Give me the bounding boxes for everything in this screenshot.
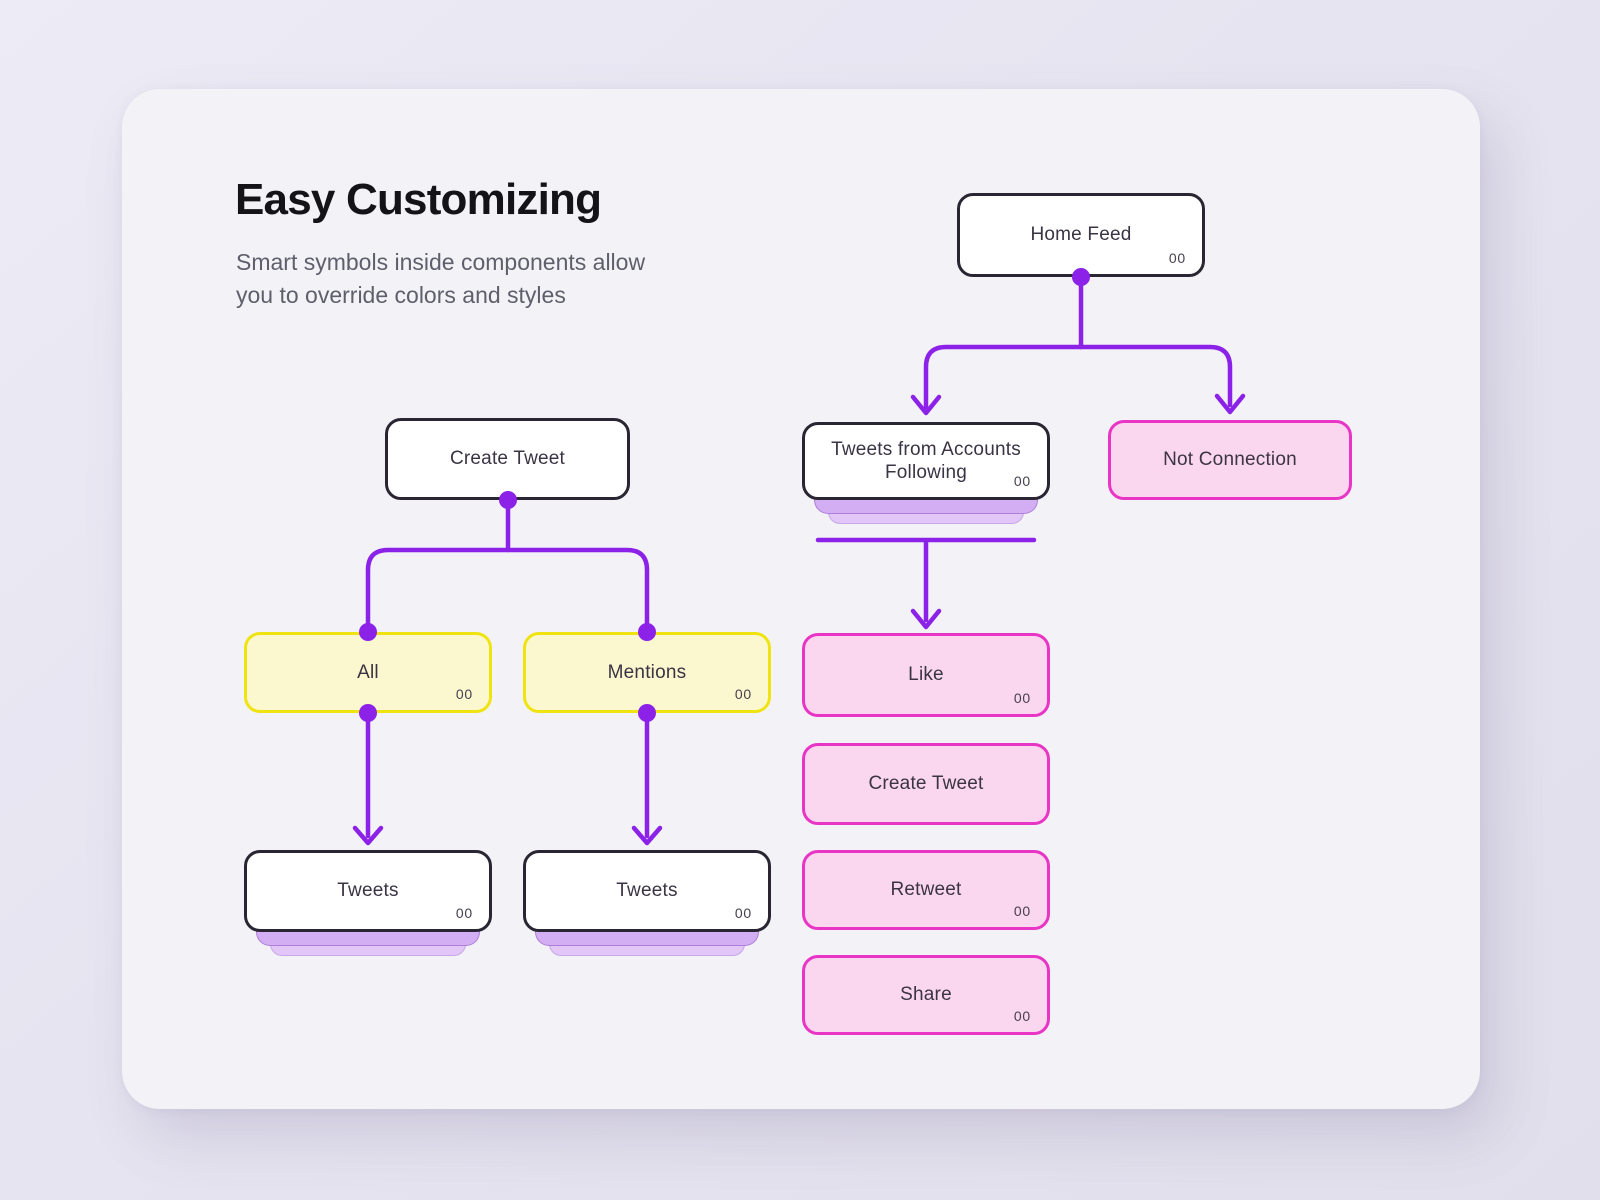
node-badge: 00	[734, 685, 752, 702]
node-share: Share 00	[802, 955, 1050, 1035]
node-mentions: Mentions 00	[523, 632, 771, 713]
node-badge: 00	[1168, 249, 1186, 266]
node-home-feed: Home Feed 00	[957, 193, 1205, 277]
node-label: Not Connection	[1163, 449, 1297, 471]
node-tweets-mentions: Tweets 00	[523, 850, 771, 932]
node-badge: 00	[1013, 902, 1031, 919]
subtitle-line-2: you to override colors and styles	[236, 282, 566, 308]
node-badge: 00	[1013, 472, 1031, 489]
canvas-card: Easy Customizing Smart symbols inside co…	[122, 89, 1480, 1109]
page-subtitle: Smart symbols inside components allow yo…	[236, 246, 645, 312]
node-label: Tweets from Accounts Following	[831, 438, 1021, 483]
node-badge: 00	[1013, 689, 1031, 706]
node-label: Create Tweet	[868, 773, 984, 795]
subtitle-line-1: Smart symbols inside components allow	[236, 249, 646, 275]
node-create-tweet-action: Create Tweet	[802, 743, 1050, 825]
node-label: Home Feed	[1030, 224, 1132, 246]
node-label: Mentions	[607, 661, 687, 683]
page-title: Easy Customizing	[235, 175, 602, 224]
node-badge: 00	[455, 685, 473, 702]
node-badge: 00	[1013, 1007, 1031, 1024]
node-not-connection: Not Connection	[1108, 420, 1352, 500]
node-tweets-from-accounts-following: Tweets from Accounts Following 00	[802, 422, 1050, 500]
node-create-tweet: Create Tweet	[385, 418, 630, 500]
node-like: Like 00	[802, 633, 1050, 717]
node-tweets-all: Tweets 00	[244, 850, 492, 932]
node-label: Tweets	[337, 880, 399, 902]
node-label: Tweets	[616, 880, 678, 902]
node-label: Like	[908, 664, 944, 686]
node-retweet: Retweet 00	[802, 850, 1050, 930]
node-label: Create Tweet	[449, 448, 566, 470]
node-label: Retweet	[890, 879, 962, 901]
node-badge: 00	[734, 904, 752, 921]
node-all: All 00	[244, 632, 492, 713]
node-label: All	[357, 661, 379, 683]
node-label: Share	[900, 984, 952, 1006]
node-badge: 00	[455, 904, 473, 921]
